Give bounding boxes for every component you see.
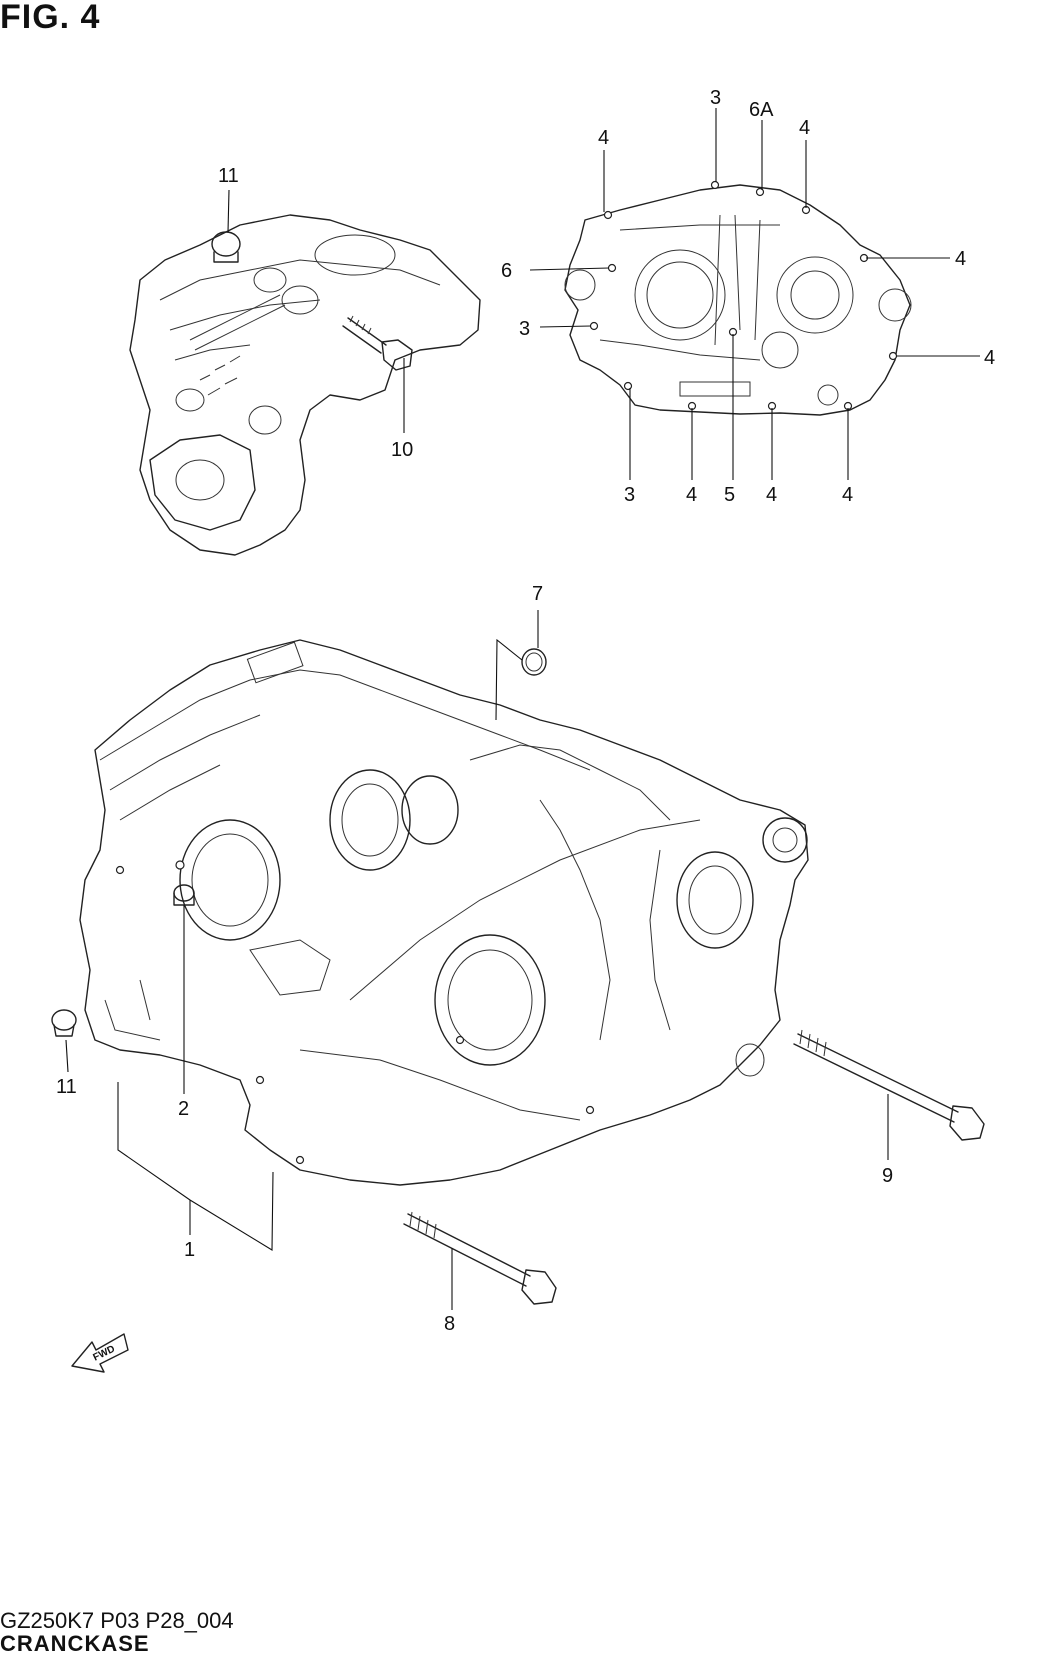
callout-4-top-left: 4 [598, 127, 609, 149]
callout-9: 9 [882, 1165, 893, 1187]
model-code: GZ250K7 P03 P28_004 [0, 1608, 234, 1633]
right-crankcase-half [564, 180, 912, 416]
fwd-arrow-icon [71, 1333, 129, 1373]
callout-7: 7 [532, 583, 543, 605]
plug-11-top [211, 231, 241, 263]
callout-6: 6 [501, 260, 512, 282]
callout-11-top: 11 [218, 165, 239, 187]
callout-4-bottom-3: 4 [842, 484, 853, 506]
callout-4-right-1: 4 [955, 248, 966, 270]
callout-5: 5 [724, 484, 735, 506]
o-ring-7 [521, 648, 547, 676]
left-crankcase-half [129, 214, 481, 556]
callout-labels: 11 10 3 6A 4 4 6 4 3 4 3 4 5 4 4 7 11 2 … [56, 87, 995, 1364]
callout-1: 1 [184, 1239, 195, 1261]
callout-3-bottom: 3 [624, 484, 635, 506]
fwd-label: FWD [91, 1344, 116, 1364]
callout-4-top-right: 4 [799, 117, 810, 139]
bolt-9 [793, 1029, 985, 1141]
callout-11-bottom: 11 [56, 1076, 77, 1098]
plug-11-bottom [51, 1009, 77, 1037]
callout-3-mid: 3 [519, 318, 530, 340]
crankcase-assembly [79, 639, 809, 1186]
bolt-10 [342, 315, 413, 371]
callout-10: 10 [391, 439, 413, 461]
leader-lines [65, 108, 980, 1310]
figure-title: FIG. 4 [0, 0, 101, 36]
callout-4-bottom-1: 4 [686, 484, 697, 506]
callout-8: 8 [444, 1313, 455, 1335]
callout-4-right-2: 4 [984, 347, 995, 369]
section-name: CRANCKASE [0, 1631, 150, 1656]
callout-2: 2 [178, 1098, 189, 1120]
bolt-8 [403, 1211, 557, 1305]
callout-6A: 6A [749, 99, 774, 121]
callout-3-top: 3 [710, 87, 721, 109]
callout-4-bottom-2: 4 [766, 484, 777, 506]
